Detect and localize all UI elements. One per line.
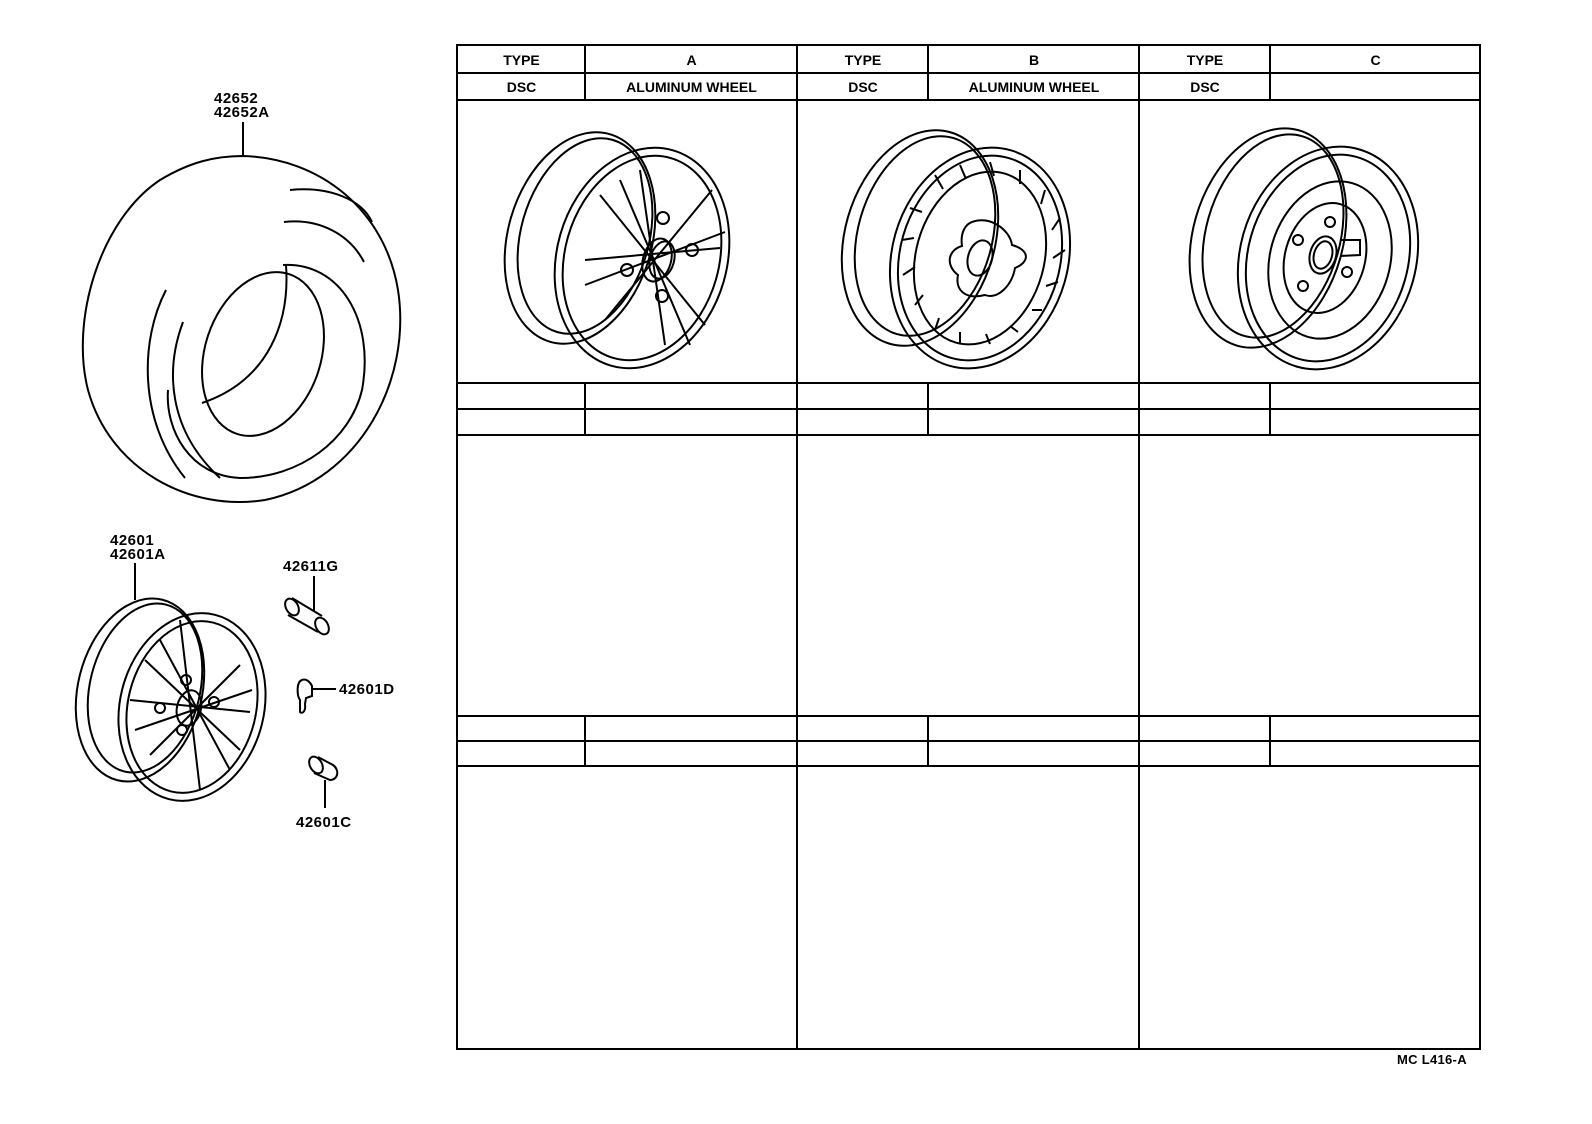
spoke-wheel-icon — [503, 131, 731, 370]
type-value-c: C — [1370, 51, 1381, 68]
steel-wheel-icon — [1188, 127, 1420, 371]
dsc-label-a: DSC — [506, 79, 537, 95]
part-label-42601C: 42601C — [296, 814, 352, 831]
aluminum-wheel-icon — [74, 597, 267, 802]
part-label-42611G: 42611G — [283, 558, 339, 575]
balance-weight-icon — [296, 678, 313, 714]
dsc-value-a: ALUMINUM WHEEL — [626, 79, 757, 95]
part-label-42601: 42601 — [110, 532, 155, 549]
figure-code: MC L416-A — [1397, 1052, 1467, 1067]
part-label-42601A: 42601A — [110, 546, 166, 563]
type-label-a: TYPE — [503, 51, 540, 68]
dsc-value-c — [1271, 74, 1480, 100]
type-table-grid — [456, 44, 1481, 1050]
part-label-42652A: 42652A — [214, 104, 270, 121]
type-label-b: TYPE — [844, 51, 882, 68]
lattice-wheel-icon — [840, 129, 1072, 370]
part-label-42652: 42652 — [214, 90, 259, 107]
dsc-label-c: DSC — [1190, 79, 1220, 95]
dsc-label-b: DSC — [848, 79, 878, 95]
dsc-value-b: ALUMINUM WHEEL — [968, 79, 1100, 95]
part-label-42601D: 42601D — [339, 681, 395, 698]
tire-icon — [81, 154, 402, 503]
type-value-a: A — [686, 51, 697, 68]
hub-nut-icon — [308, 755, 339, 782]
valve-stem-icon — [284, 597, 330, 636]
type-label-c: TYPE — [1186, 51, 1224, 68]
type-value-b: B — [1028, 51, 1040, 68]
